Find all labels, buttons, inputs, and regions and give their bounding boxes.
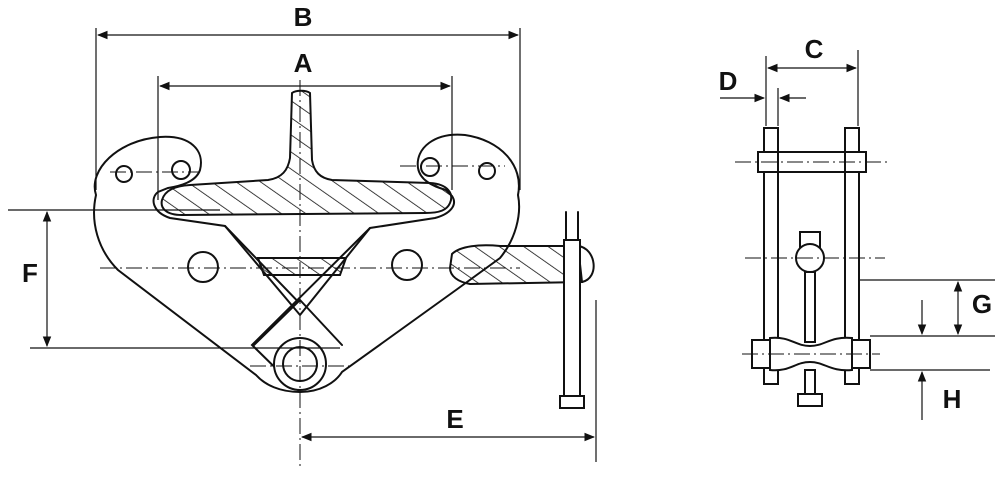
screw-boss — [577, 245, 595, 283]
label-E: E — [446, 404, 463, 434]
bottom-bolt-shank — [804, 369, 816, 397]
right-side-plate — [844, 127, 860, 385]
label-H: H — [943, 384, 962, 414]
label-C: C — [805, 34, 824, 64]
spindle-shaft — [804, 271, 816, 343]
label-G: G — [972, 289, 992, 319]
left-middle-hole — [187, 251, 219, 283]
label-D: D — [719, 66, 738, 96]
tommy-bar-top — [565, 211, 579, 241]
left-side-plate — [763, 127, 779, 385]
t-beam-section — [160, 89, 453, 217]
screw-housing — [448, 244, 584, 286]
bobbin-roller — [769, 336, 853, 372]
center-spindle — [256, 257, 348, 276]
right-outer-pin-hole — [478, 162, 496, 180]
label-A: A — [294, 48, 313, 78]
front-view: B A F E — [8, 2, 597, 470]
right-middle-hole — [391, 249, 423, 281]
label-B: B — [294, 2, 313, 32]
tommy-bar-end-cap — [559, 395, 585, 409]
side-view: C D G H — [719, 34, 995, 420]
bottom-bolt-head — [797, 393, 823, 407]
left-outer-pin-hole — [115, 165, 133, 183]
tommy-bar — [563, 239, 581, 399]
left-inner-pin-hole — [171, 160, 191, 180]
right-inner-pin-hole — [420, 157, 440, 177]
label-F: F — [22, 258, 38, 288]
